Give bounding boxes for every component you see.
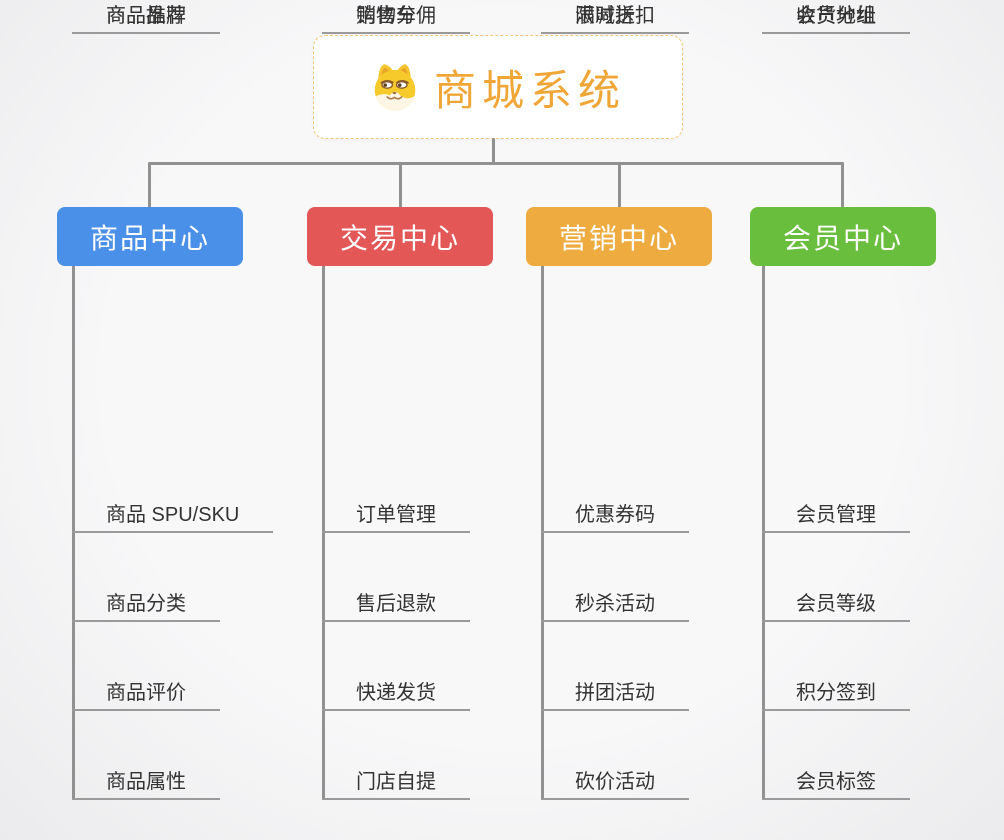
sub-item[interactable]: 满减送 [541,0,669,34]
sub-item[interactable]: 售后退款 [322,588,470,622]
branch-column-trade: 交易中心 订单管理 售后退款 快递发货 门店自提 购物车 销售分佣 [307,0,567,840]
branch-column-member: 会员中心 会员管理 会员等级 积分签到 会员标签 会员分组 收货地址 [750,0,1004,840]
branch-column-marketing: 营销中心 优惠券码 秒杀活动 拼团活动 砍价活动 限时折扣 满减送 [526,0,786,840]
sub-item[interactable]: 快递发货 [322,677,470,711]
shiba-dog-icon [374,64,416,111]
sub-item[interactable]: 砍价活动 [541,766,689,800]
sub-item[interactable]: 门店自提 [322,766,470,800]
sub-item[interactable]: 商品分类 [72,588,220,622]
sub-item[interactable]: 商品品牌 [72,0,220,34]
branch-label: 营销中心 [558,222,679,254]
branch-node-product-center[interactable]: 商品中心 [57,207,243,266]
sub-item[interactable]: 商品属性 [72,766,220,800]
root-title: 商城系统 [433,66,626,114]
root-node-mall-system[interactable]: 商城系统 [313,35,683,139]
connector-drop-trade [399,162,402,208]
connector-drop-member [841,162,844,208]
sub-item[interactable]: 收货地址 [762,0,910,34]
sub-item[interactable]: 销售分佣 [322,0,470,34]
branch-node-member-center[interactable]: 会员中心 [750,207,936,266]
sub-item[interactable]: 会员标签 [762,766,910,800]
branch-column-product: 商品中心 商品 SPU/SKU 商品分类 商品评价 商品属性 商品推荐 商品品牌 [57,0,317,840]
connector-trunk [72,266,75,800]
connector-horizontal-bar [148,162,844,165]
sub-item[interactable]: 订单管理 [322,499,470,533]
connector-trunk [541,266,544,800]
connector-drop-marketing [618,162,621,208]
branch-label: 会员中心 [782,222,903,254]
branch-node-marketing-center[interactable]: 营销中心 [526,207,712,266]
sub-item[interactable]: 商品评价 [72,677,220,711]
sub-item[interactable]: 秒杀活动 [541,588,689,622]
branch-node-trade-center[interactable]: 交易中心 [307,207,493,266]
sub-item[interactable]: 拼团活动 [541,677,689,711]
connector-trunk [762,266,765,800]
sub-item[interactable]: 商品 SPU/SKU [72,499,274,533]
branch-label: 交易中心 [339,222,460,254]
sub-item[interactable]: 优惠券码 [541,499,689,533]
connector-trunk [322,266,325,800]
sub-item[interactable]: 会员管理 [762,499,910,533]
branch-label: 商品中心 [89,222,210,254]
connector-root-stub [492,138,495,164]
connector-drop-product [148,162,151,208]
sub-item[interactable]: 积分签到 [762,677,910,711]
sub-item[interactable]: 会员等级 [762,588,910,622]
